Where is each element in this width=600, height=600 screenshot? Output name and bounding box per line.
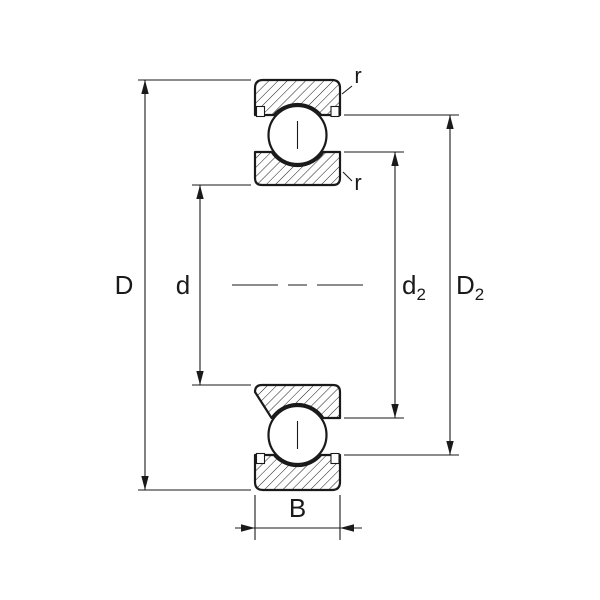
label-shoulder-diameter-D2: D2 xyxy=(456,270,484,304)
label-outer-diameter-D: D xyxy=(115,270,134,300)
arrowhead-D2-bottom xyxy=(446,441,454,455)
leader-line-r-outer xyxy=(341,85,353,95)
label-D2-subscript: 2 xyxy=(475,285,484,304)
leader-line-r-inner xyxy=(342,171,353,182)
label-chamfer-r-inner: r xyxy=(354,170,361,195)
inner-ring-top-section xyxy=(253,150,342,187)
inner-ring-bottom-section xyxy=(253,383,342,420)
label-chamfer-r-outer: r xyxy=(354,63,361,88)
label-shoulder-diameter-d2: d2 xyxy=(402,270,426,304)
arrowhead-D-top xyxy=(141,80,149,94)
outer-ring-top-notch-left xyxy=(255,105,266,118)
outer-ring-bottom-notch-right xyxy=(330,452,340,465)
arrowhead-B-right xyxy=(340,524,354,532)
arrowhead-d2-top xyxy=(391,152,399,166)
outer-ring-bottom-notch-left xyxy=(255,452,266,465)
label-d2-subscript: 2 xyxy=(416,285,425,304)
label-d2-main: d xyxy=(402,270,416,300)
arrowhead-d-top xyxy=(196,185,204,199)
arrowhead-B-left xyxy=(241,524,255,532)
arrowhead-d-bottom xyxy=(196,371,204,385)
label-width-B: B xyxy=(289,493,306,523)
arrowhead-d2-bottom xyxy=(391,404,399,418)
label-bore-diameter-d: d xyxy=(176,270,190,300)
label-D2-main: D xyxy=(456,270,475,300)
arrowhead-D2-top xyxy=(446,115,454,129)
arrowhead-D-bottom xyxy=(141,476,149,490)
outer-ring-top-notch-right xyxy=(330,105,340,118)
outer-ring-bottom-section xyxy=(253,453,342,492)
outer-ring-top-section xyxy=(253,78,342,117)
